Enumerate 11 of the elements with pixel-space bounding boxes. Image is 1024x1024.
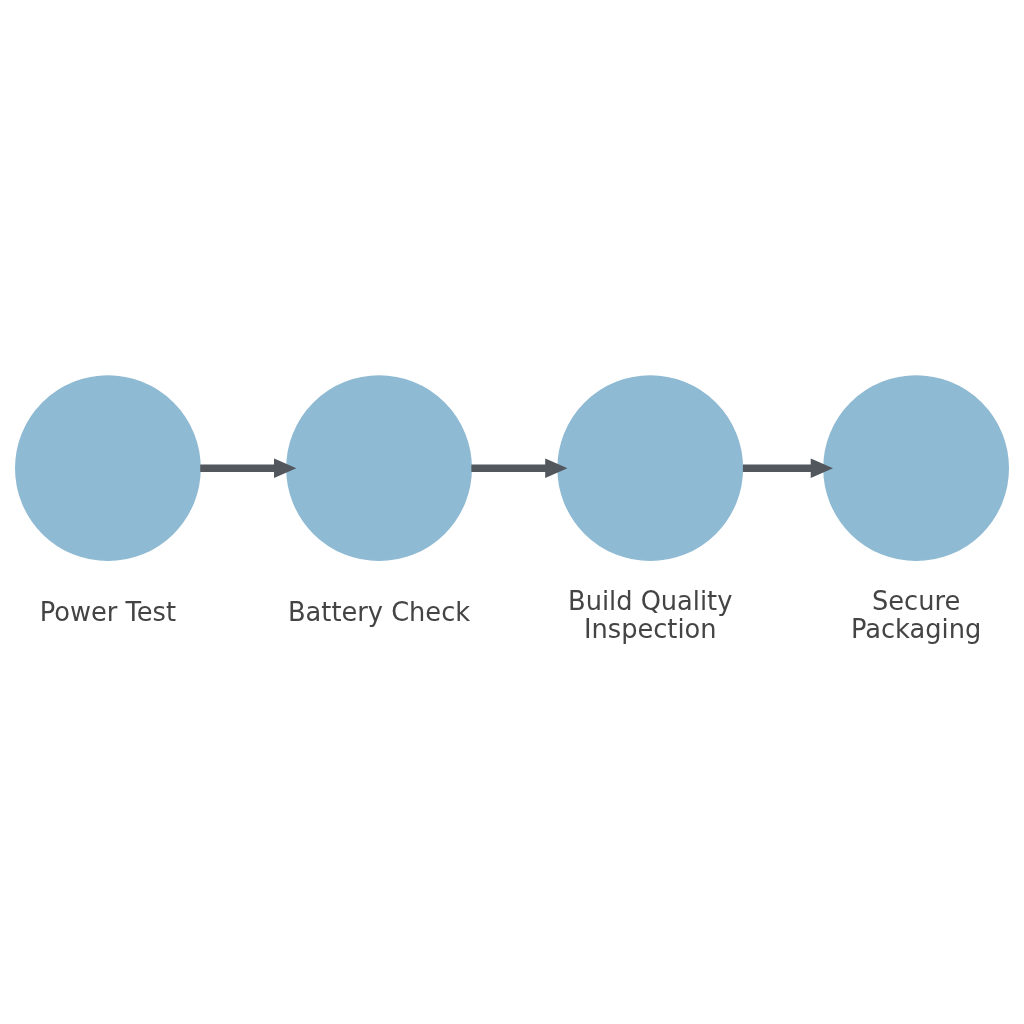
node-circle — [823, 375, 1009, 562]
arrow — [471, 458, 568, 478]
node-circle — [15, 375, 201, 562]
node-circle — [557, 375, 744, 562]
node-label: Battery Check — [287, 596, 471, 627]
node-circle — [286, 375, 472, 562]
arrow — [200, 458, 297, 478]
node-label: Power Test — [39, 596, 177, 627]
node-label: Build Quality Inspection — [568, 585, 733, 645]
node-label: Secure Packaging — [850, 585, 982, 645]
arrow — [742, 458, 833, 478]
